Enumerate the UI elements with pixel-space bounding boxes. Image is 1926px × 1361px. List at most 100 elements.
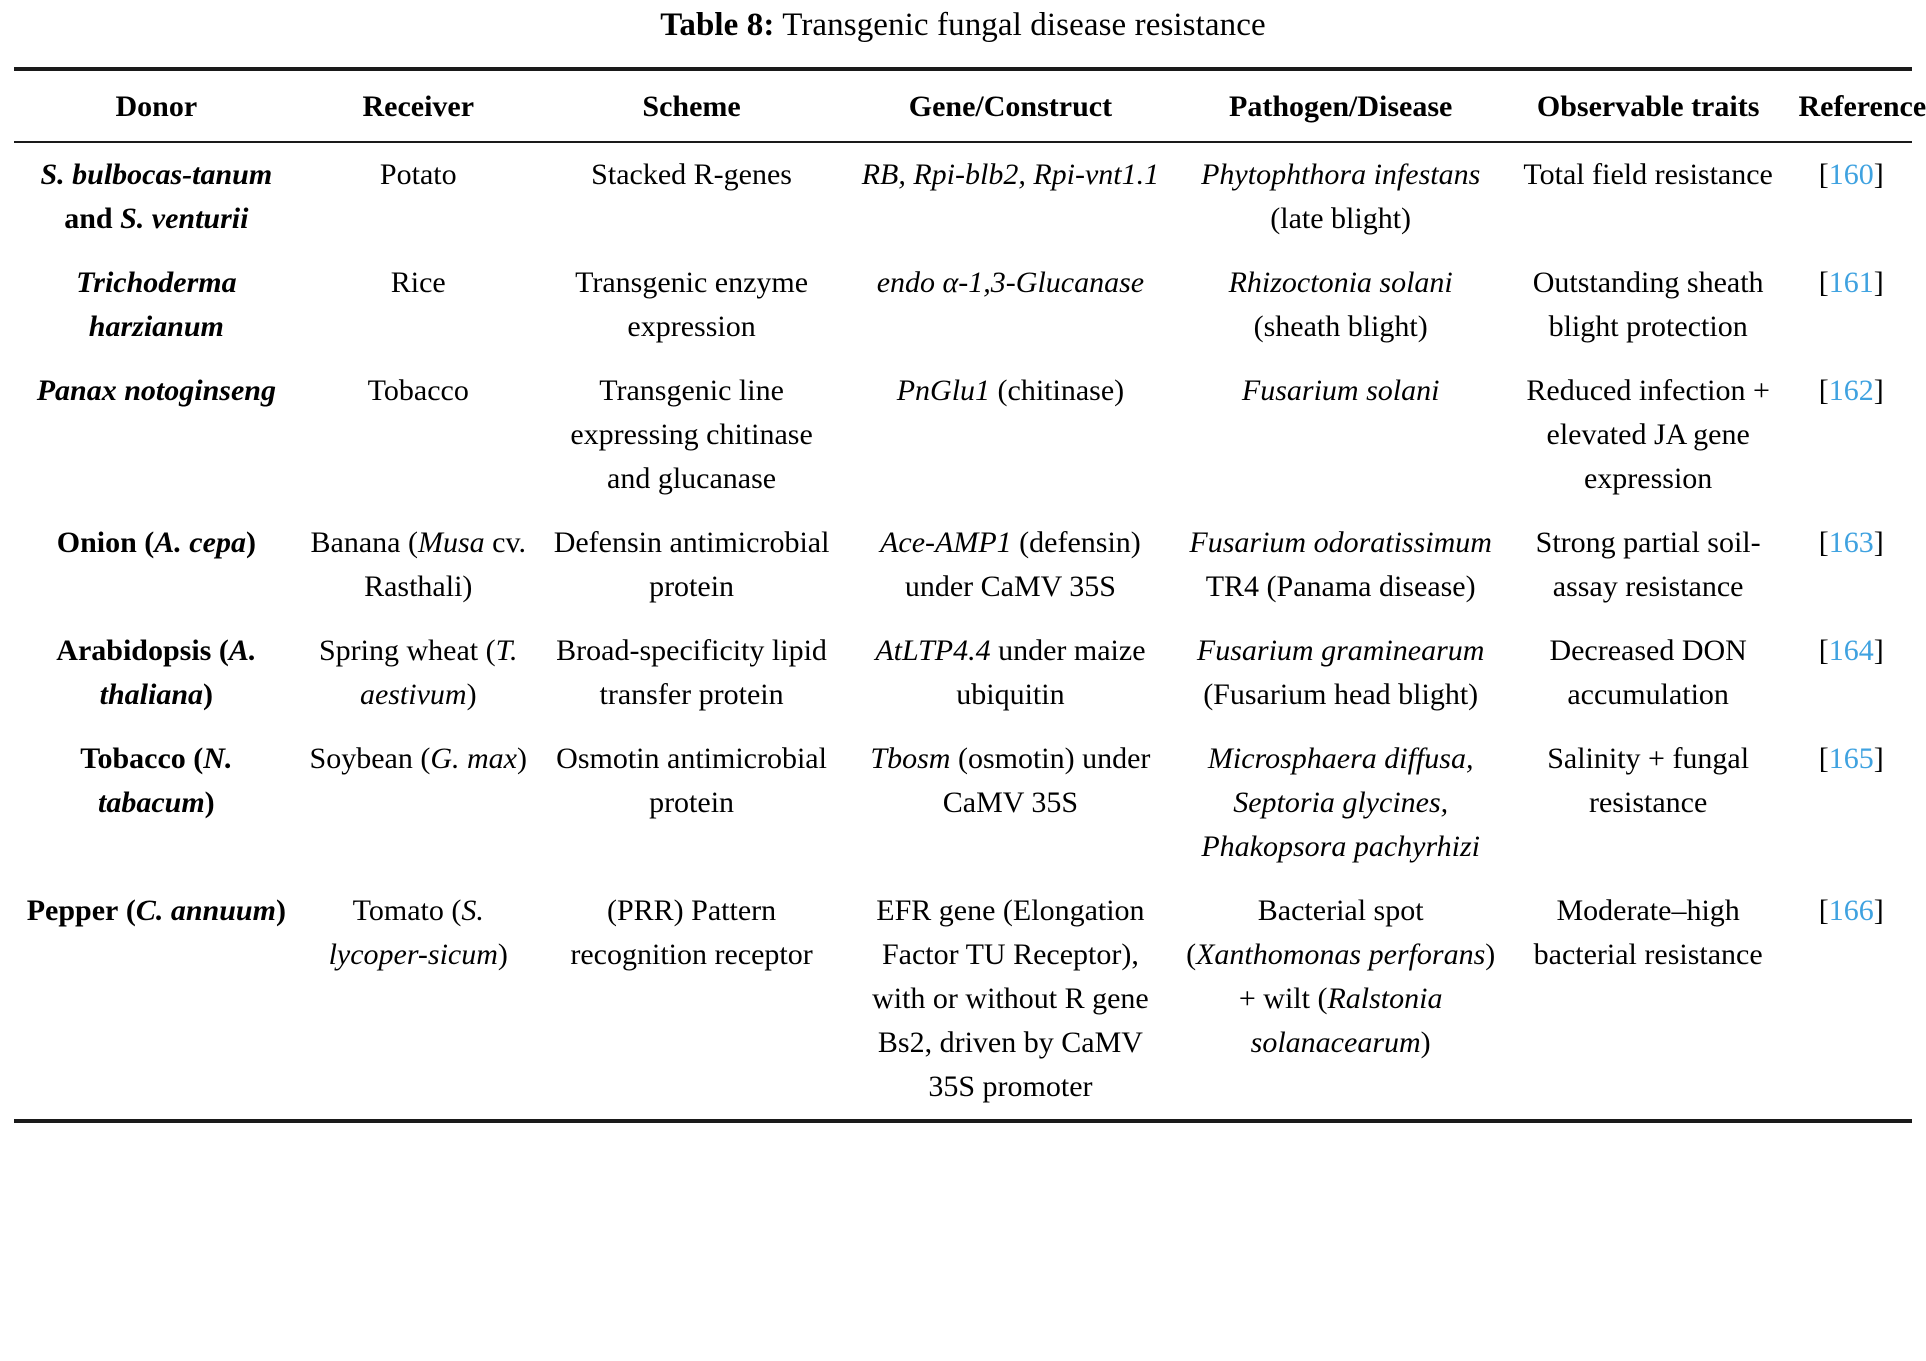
reference-number[interactable]: 160	[1828, 158, 1874, 191]
cell-reference[interactable]: [166]	[1818, 894, 1884, 927]
pathogen-italic-2: Ralstonia solanacearum	[1250, 982, 1443, 1059]
donor-species: Panax notoginseng	[36, 374, 276, 407]
pathogen-roman: (late blight)	[1270, 202, 1412, 235]
cell-gene-construct: RB, Rpi-blb2, Rpi-vnt1.1	[845, 143, 1175, 251]
receiver-roman-1: Spring wheat (	[318, 634, 496, 667]
cell-reference[interactable]: [163]	[1818, 526, 1884, 559]
donor-species-2: S. venturii	[120, 202, 249, 235]
cell-donor: Tobacco (N. tabacum)	[80, 742, 233, 819]
receiver-roman-2: )	[497, 938, 508, 971]
cell-gene-construct: EFR gene (Elongation Factor TU Receptor)…	[845, 879, 1175, 1119]
column-header-gene-construct: Gene/Construct	[908, 90, 1113, 123]
pathogen-italic-1: Xanthomonas perforans	[1196, 938, 1486, 971]
reference-number[interactable]: 164	[1828, 634, 1874, 667]
pathogen-roman: (Fusarium head blight)	[1203, 678, 1479, 711]
cell-receiver: Rice	[390, 266, 446, 299]
column-header-observable-traits: Observable traits	[1536, 90, 1760, 123]
cell-observable-traits: Total field resistance	[1523, 158, 1773, 191]
cell-donor: Onion (A. cepa)	[56, 526, 256, 559]
cell-reference[interactable]: [161]	[1818, 266, 1884, 299]
cell-scheme: (PRR) Pattern recognition receptor	[570, 894, 813, 971]
caption-text: Transgenic fungal disease resistance	[774, 7, 1266, 43]
cell-observable-traits: Moderate–high bacterial resistance	[1533, 894, 1763, 971]
cell-donor: Arabidopsis (A. thaliana)	[56, 634, 257, 711]
cell-scheme: Broad-specificity lipid transfer protein	[556, 634, 827, 711]
reference-number[interactable]: 166	[1828, 894, 1874, 927]
gene-roman: EFR gene (Elongation Factor TU Receptor)…	[872, 894, 1149, 1103]
donor-common-name: Onion	[56, 526, 137, 559]
cell-scheme: Osmotin antimicrobial protein	[556, 742, 827, 819]
gene-italic: PnGlu1	[896, 374, 991, 407]
table-caption: Table 8: Transgenic fungal disease resis…	[14, 0, 1912, 61]
pathogen-italic: Fusarium odoratissimum	[1189, 526, 1492, 559]
receiver-italic: T. aestivum	[359, 634, 518, 711]
pathogen-italic: Rhizoctonia solani	[1228, 266, 1453, 299]
cell-receiver: Spring wheat (T. aestivum)	[299, 619, 538, 727]
cell-gene-construct: endo α-1,3-Glucanase	[845, 251, 1175, 359]
cell-reference[interactable]: [164]	[1818, 634, 1884, 667]
cell-pathogen-disease: Fusarium graminearum (Fusarium head blig…	[1176, 619, 1506, 727]
receiver-roman-2: )	[466, 678, 477, 711]
cell-gene-construct: AtLTP4.4 under maize ubiquitin	[845, 619, 1175, 727]
cell-reference[interactable]: [165]	[1818, 742, 1884, 775]
cell-observable-traits: Outstanding sheath blight protection	[1532, 266, 1764, 343]
cell-pathogen-disease: Fusarium odoratissimum TR4 (Panama disea…	[1176, 511, 1506, 619]
cell-pathogen-disease: Bacterial spot (Xanthomonas perforans) +…	[1176, 879, 1506, 1119]
pathogen-roman: TR4 (Panama disease)	[1205, 570, 1476, 603]
reference-number[interactable]: 161	[1828, 266, 1874, 299]
column-header-pathogen-disease: Pathogen/Disease	[1229, 90, 1453, 123]
donor-common-name: Tobacco	[80, 742, 186, 775]
table-bottom-rule	[14, 1119, 1912, 1123]
gene-italic: RB, Rpi-blb2, Rpi-vnt1.1	[861, 158, 1160, 191]
cell-observable-traits: Decreased DON accumulation	[1549, 634, 1747, 711]
reference-number[interactable]: 165	[1828, 742, 1874, 775]
cell-donor: Pepper (C. annuum)	[26, 894, 286, 927]
cell-scheme: Transgenic enzyme expression	[575, 266, 809, 343]
gene-roman: under maize ubiquitin	[956, 634, 1146, 711]
pathogen-italic: Fusarium solani	[1241, 374, 1440, 407]
gene-italic: endo α-1,3-Glucanase	[876, 266, 1145, 299]
table-row: Arabidopsis (A. thaliana) Spring wheat (…	[14, 619, 1912, 727]
cell-gene-construct: PnGlu1 (chitinase)	[845, 359, 1175, 511]
donor-common-name: Pepper	[26, 894, 119, 927]
cell-pathogen-disease: Fusarium solani	[1176, 359, 1506, 511]
reference-number[interactable]: 163	[1828, 526, 1874, 559]
pathogen-italic: Phytophthora infestans	[1201, 158, 1481, 191]
receiver-italic: G. max	[430, 742, 517, 775]
caption-label: Table 8:	[660, 7, 775, 43]
pathogen-italic: Fusarium graminearum	[1196, 634, 1485, 667]
cell-receiver: Potato	[379, 158, 457, 191]
pathogen-roman-3: )	[1420, 1026, 1431, 1059]
receiver-italic: Musa	[417, 526, 485, 559]
transgenic-fungal-resistance-table: Donor Receiver Scheme Gene/Construct Pat…	[14, 71, 1926, 141]
column-header-donor: Donor	[115, 90, 198, 123]
cell-pathogen-disease: Rhizoctonia solani (sheath blight)	[1176, 251, 1506, 359]
gene-roman: (chitinase)	[990, 374, 1125, 407]
receiver-roman-1: Soybean (	[309, 742, 431, 775]
gene-italic: AtLTP4.4	[875, 634, 991, 667]
cell-reference[interactable]: [162]	[1818, 374, 1884, 407]
transgenic-fungal-resistance-body: S. bulbocas-tanum and S. venturii Potato…	[14, 143, 1912, 1119]
donor-common-name: Arabidopsis	[56, 634, 212, 667]
pathogen-roman: (sheath blight)	[1253, 310, 1428, 343]
cell-scheme: Transgenic line expressing chitinase and…	[570, 374, 813, 495]
table-row: Panax notoginseng Tobacco Transgenic lin…	[14, 359, 1912, 511]
cell-gene-construct: Ace-AMP1 (defensin) under CaMV 35S	[845, 511, 1175, 619]
column-header-reference: Reference	[1798, 90, 1926, 123]
reference-number[interactable]: 162	[1828, 374, 1874, 407]
cell-scheme: Defensin antimicrobial protein	[553, 526, 830, 603]
table-row: Pepper (C. annuum) Tomato (S. lycoper-si…	[14, 879, 1912, 1119]
pathogen-roman-2: ) + wilt (	[1238, 938, 1496, 1015]
cell-pathogen-disease: Phytophthora infestans (late blight)	[1176, 143, 1506, 251]
receiver-italic: S. lycoper-sicum	[328, 894, 498, 971]
column-header-receiver: Receiver	[362, 90, 475, 123]
donor-species: Trichoderma harzianum	[76, 266, 237, 343]
table-top-rule	[14, 67, 1912, 71]
cell-reference[interactable]: [160]	[1818, 158, 1884, 191]
cell-receiver: Soybean (G. max)	[299, 727, 538, 879]
cell-observable-traits: Strong partial soil-assay resistance	[1535, 526, 1761, 603]
gene-roman: (defensin) under CaMV 35S	[904, 526, 1141, 603]
donor-species: C. annuum	[135, 894, 276, 927]
cell-scheme: Stacked R-genes	[591, 158, 792, 191]
